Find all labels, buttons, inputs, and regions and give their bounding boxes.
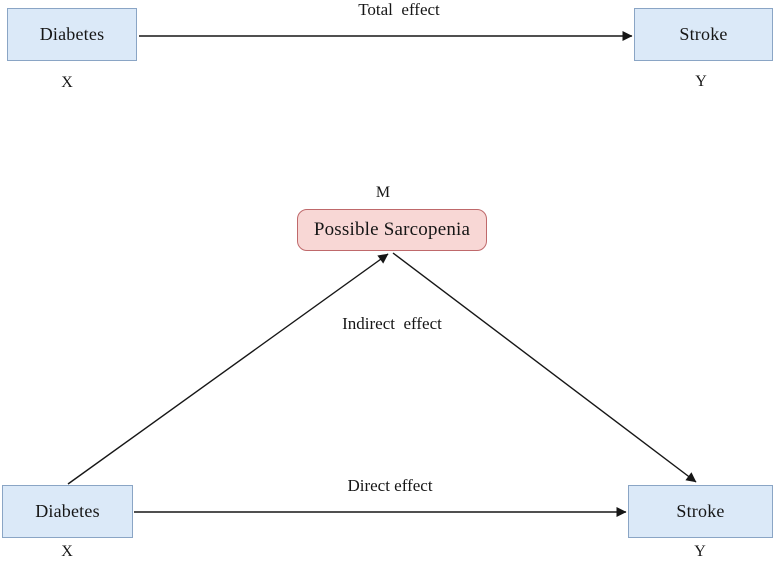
node-diabetes-top: Diabetes — [7, 8, 137, 61]
node-stroke-bottom: Stroke — [628, 485, 773, 538]
var-x-bottom: X — [61, 543, 73, 560]
node-stroke-bottom-label: Stroke — [676, 501, 725, 521]
var-m: M — [375, 184, 391, 201]
node-diabetes-top-label: Diabetes — [39, 24, 105, 44]
var-y-bottom: Y — [694, 543, 706, 560]
indirect-effect-label: Indirect effect — [342, 314, 442, 333]
node-possible-sarcopenia: Possible Sarcopenia — [297, 209, 487, 251]
var-y-top: Y — [695, 73, 707, 90]
total-effect-label: Total effect — [358, 0, 440, 19]
indirect-effect-arrow-x-to-m — [67, 253, 389, 485]
node-stroke-top-label: Stroke — [679, 24, 728, 44]
node-diabetes-bottom: Diabetes — [2, 485, 133, 538]
node-possible-sarcopenia-label: Possible Sarcopenia — [313, 219, 471, 240]
indirect-effect-arrow-m-to-y — [392, 252, 697, 483]
var-x-top: X — [61, 74, 73, 91]
node-stroke-top: Stroke — [634, 8, 773, 61]
direct-effect-label: Direct effect — [347, 476, 433, 495]
node-diabetes-bottom-label: Diabetes — [35, 501, 100, 521]
